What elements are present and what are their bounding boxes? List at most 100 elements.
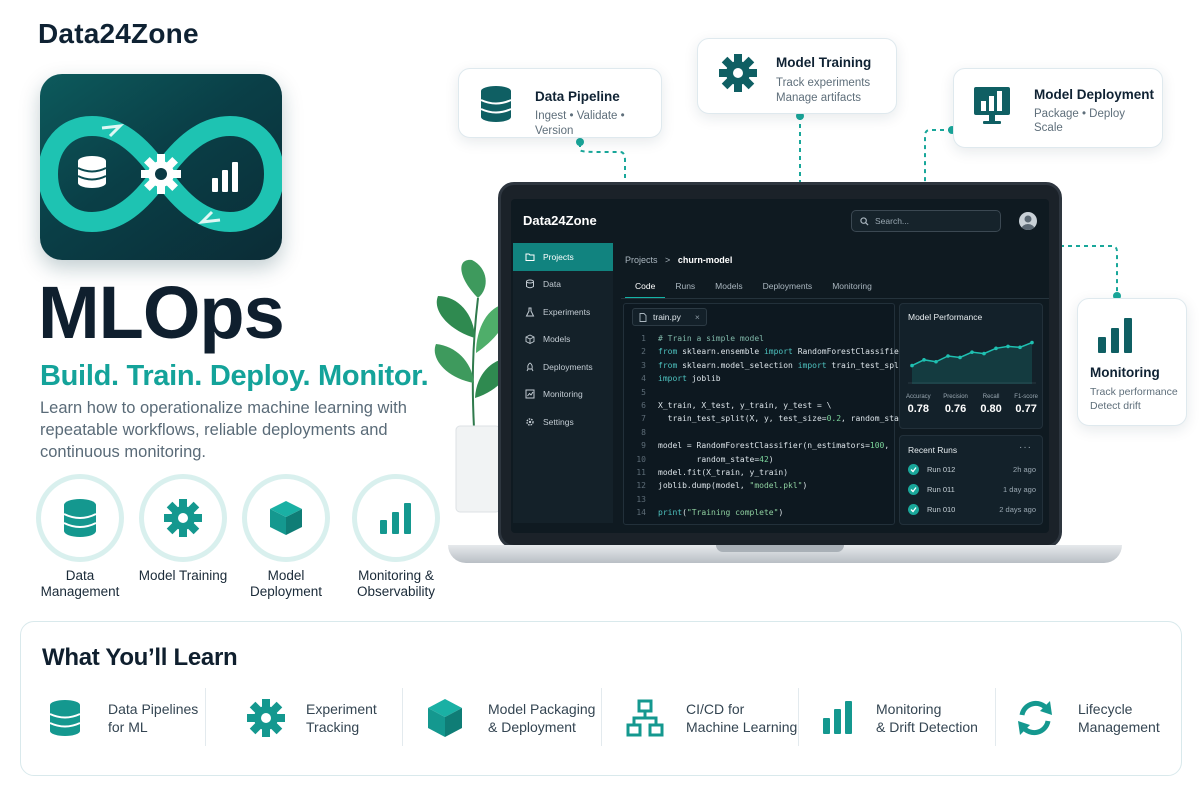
breadcrumb: Projects > churn-model	[625, 255, 732, 265]
sidebar-item-deployments[interactable]: Deployments	[513, 353, 613, 381]
metric-label: Precision	[943, 394, 968, 400]
chart-point	[970, 350, 974, 354]
callout-title: Monitoring	[1090, 365, 1160, 380]
metric-value: 0.77	[1015, 403, 1037, 415]
sidebar-item-projects[interactable]: Projects	[513, 243, 613, 271]
cycle-icon	[1018, 700, 1052, 736]
sidebar-item-label: Monitoring	[543, 389, 583, 400]
tab-runs[interactable]: Runs	[675, 281, 696, 291]
learn-item-line: & Deployment	[488, 719, 576, 735]
tab-monitoring[interactable]: Monitoring	[832, 281, 872, 291]
tab-deployments[interactable]: Deployments	[762, 281, 813, 291]
sidebar-item-models[interactable]: Models	[513, 326, 613, 354]
search-input[interactable]: Search...	[851, 210, 1001, 232]
learn-item-line: & Drift Detection	[876, 719, 978, 735]
sidebar-item-experiments[interactable]: Experiments	[513, 298, 613, 326]
learn-item-line: Machine Learning	[686, 719, 798, 735]
hero-title: MLOps	[38, 271, 285, 354]
metric-label: F1-score	[1014, 394, 1038, 400]
hero-subtitle: Build. Train. Deploy. Monitor.	[40, 360, 429, 392]
chart-point	[958, 355, 962, 360]
callout-data-pipeline: Data Pipeline Ingest • Validate • Versio…	[458, 68, 662, 138]
run-row[interactable]: Run 010 2 days ago	[908, 502, 1036, 516]
folder-icon	[525, 253, 535, 261]
hierarchy-icon	[626, 699, 664, 737]
learn-item-data-pipelines: Data Pipelines for ML	[48, 690, 198, 746]
brand-name: Data24Zone	[38, 18, 199, 49]
learn-item-line: Management	[1078, 719, 1160, 735]
callout-monitoring: Monitoring Track performance Detect drif…	[1077, 298, 1187, 426]
learn-item-cicd: CI/CD for Machine Learning	[626, 690, 797, 746]
run-name: Run 010	[927, 504, 956, 514]
bar-chart-icon	[380, 503, 411, 534]
callout-title: Model Training	[776, 55, 872, 70]
chart-point	[922, 358, 926, 362]
metric-label: Accuracy	[906, 394, 931, 400]
callout-subtitle: Scale	[1034, 122, 1063, 134]
code-line: 8	[641, 427, 646, 437]
metric-precision: Precision 0.76	[943, 394, 968, 415]
sidebar-item-data[interactable]: Data	[513, 271, 613, 299]
infinity-loop-icon	[40, 116, 282, 232]
metric-value: 0.76	[944, 403, 967, 415]
app-sidebar: Projects Data Experiments Models Deploym…	[513, 243, 613, 523]
hero-description: Learn how to operationalize machine lear…	[40, 399, 407, 461]
file-tab[interactable]: train.py ×	[632, 308, 707, 326]
flask-icon	[525, 307, 535, 317]
chart-point	[910, 363, 914, 368]
avatar[interactable]	[1019, 212, 1037, 230]
learn-item-line: for ML	[108, 719, 148, 735]
callout-title: Model Deployment	[1034, 87, 1155, 102]
learn-item-lifecycle: Lifecycle Management	[1014, 690, 1160, 746]
sidebar-item-label: Projects	[543, 251, 574, 262]
divider	[205, 688, 206, 746]
learn-item-line: Model Packaging	[488, 700, 596, 717]
panel-title: Model Performance	[908, 312, 983, 322]
tab-divider	[621, 298, 1049, 299]
chart-point	[1030, 340, 1034, 345]
database-icon	[63, 499, 97, 537]
learn-item-line: Data Pipelines	[108, 700, 199, 717]
feature-model-training: Model Training	[137, 474, 229, 584]
learn-title: What You’ll Learn	[42, 644, 238, 671]
mlops-logo	[40, 74, 282, 260]
learn-item-label: Monitoring & Drift Detection	[876, 700, 978, 737]
search-placeholder: Search...	[875, 216, 910, 226]
learn-item-label: Model Packaging & Deployment	[488, 700, 595, 737]
chart-point	[1018, 345, 1022, 350]
sidebar-item-monitoring[interactable]: Monitoring	[513, 381, 613, 409]
chart-point	[994, 346, 998, 351]
callout-title: Data Pipeline	[535, 89, 620, 104]
run-time: 2 days ago	[999, 504, 1036, 514]
callout-subtitle: Manage artifacts	[776, 92, 862, 104]
code-line: 1# Train a simple model	[641, 334, 764, 343]
tab-code[interactable]: Code	[625, 277, 666, 299]
check-icon	[908, 483, 919, 495]
tab-models[interactable]: Models	[715, 281, 743, 291]
app-brand: Data24Zone	[523, 213, 597, 228]
search-icon	[860, 216, 869, 226]
cube-icon	[525, 334, 535, 345]
sidebar-item-label: Models	[543, 334, 571, 345]
learn-item-label: CI/CD for Machine Learning	[686, 700, 797, 737]
callout-model-training: Model Training Track experiments Manage …	[697, 38, 897, 114]
check-icon	[908, 463, 919, 475]
close-icon[interactable]: ×	[694, 312, 700, 322]
breadcrumb-root[interactable]: Projects	[625, 255, 658, 265]
metric-label: Recall	[982, 394, 1000, 400]
sidebar-item-label: Experiments	[543, 306, 591, 317]
more-menu-icon[interactable]: ···	[1019, 442, 1032, 453]
breadcrumb-current: churn-model	[677, 255, 733, 265]
rocket-icon	[526, 362, 534, 371]
sidebar-item-settings[interactable]: Settings	[513, 408, 613, 436]
